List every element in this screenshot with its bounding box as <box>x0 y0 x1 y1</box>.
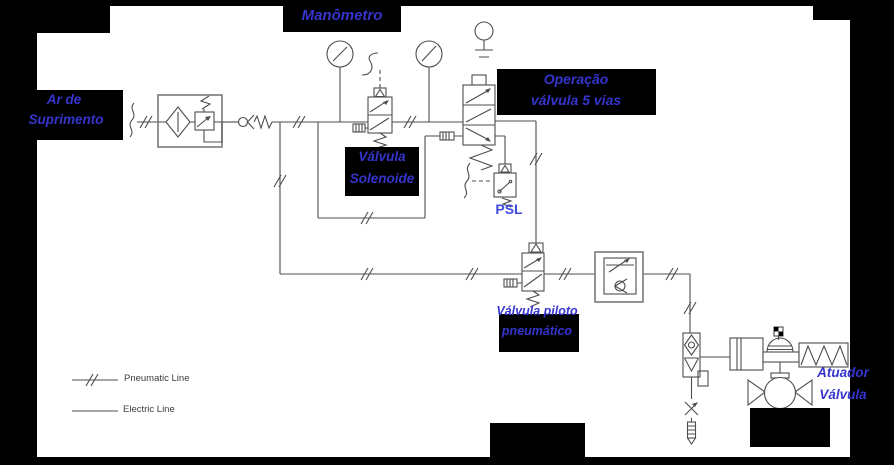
electric-lines <box>379 68 492 182</box>
solenoide-label-block <box>345 147 419 196</box>
top-left-block <box>0 0 110 33</box>
legend-electric-line-label: Electric Line <box>123 404 175 415</box>
psl-pressure-switch-icon <box>463 162 517 208</box>
five-way-valve-label-line1: Operação <box>543 71 609 87</box>
left-border <box>0 0 37 465</box>
psl-label: PSL <box>495 201 523 217</box>
top-border <box>0 0 894 6</box>
legend-pneumatic-line-label: Pneumatic Line <box>124 373 190 384</box>
pilot-valve-label-line2: pneumático <box>501 324 573 338</box>
supply-label-block <box>37 90 123 140</box>
five-way-valve-icon <box>439 21 496 171</box>
operacao-label-block <box>497 69 656 115</box>
solenoid-valve-label-line2: Solenoide <box>349 171 415 186</box>
flow-control-valve-icon <box>594 251 644 303</box>
solenoid-valve-icon <box>352 52 393 153</box>
air-supply-label-line2: Suprimento <box>28 112 104 127</box>
ball-valve-body <box>763 376 797 410</box>
actuator-label-line1: Atuador <box>817 365 869 380</box>
quick-exhaust-valve-icon <box>682 332 709 387</box>
ball-valve-wing <box>794 378 813 407</box>
air-supply-label-line1: Ar de <box>46 92 82 107</box>
legend-symbols <box>72 373 118 412</box>
actuator-label-line2: Válvula <box>819 387 867 402</box>
top-right-block <box>813 0 894 20</box>
check-valve-icon <box>222 114 273 130</box>
bleed-needle-valve-icon <box>684 401 699 445</box>
manometro-label-block <box>283 2 401 32</box>
bottom-border <box>0 457 894 465</box>
pressure-gauge-icon <box>326 40 354 68</box>
piloto-label-block <box>499 314 579 352</box>
bottom-center-block <box>490 423 585 458</box>
pilot-valve-label-line1: Válvula piloto <box>496 304 578 318</box>
solenoid-valve-label-line1: Válvula <box>358 149 406 164</box>
pressure-gauge-icon <box>415 40 443 68</box>
air-supply-break-icon <box>129 102 135 138</box>
ball-valve-wing <box>747 378 766 407</box>
line-break-marks <box>139 115 697 315</box>
pneumatic-lines <box>137 40 730 422</box>
manometro-label: Manômetro <box>301 7 383 24</box>
filter-regulator-icon <box>157 94 223 148</box>
ball-valve-block <box>750 408 830 447</box>
right-border <box>850 20 894 458</box>
five-way-valve-label-line2: válvula 5 vias <box>530 92 622 108</box>
valve-actuator-icon <box>729 326 849 410</box>
pilot-valve-icon <box>503 242 545 308</box>
